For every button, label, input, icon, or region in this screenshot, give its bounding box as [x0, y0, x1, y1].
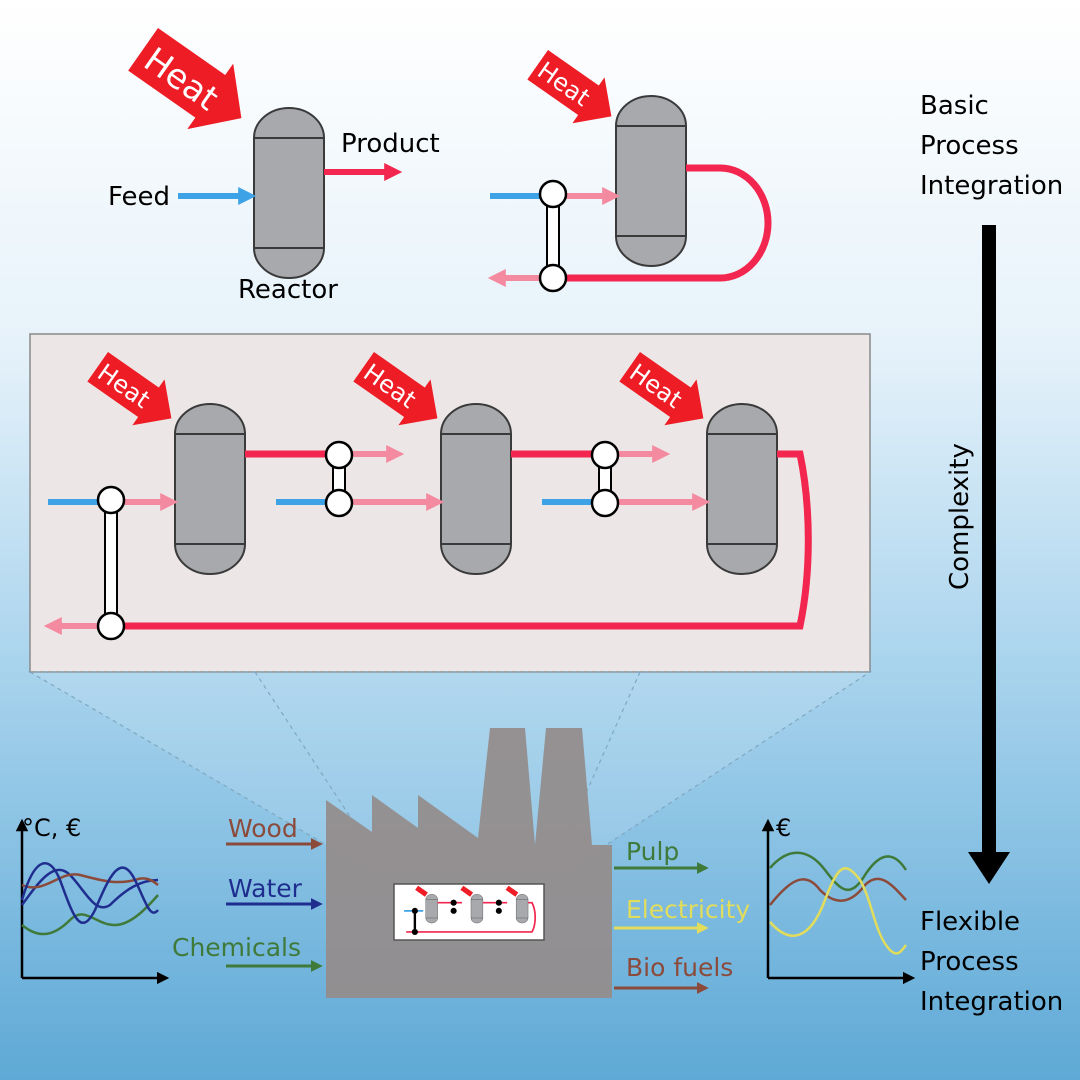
basic-line-2: Process — [920, 131, 1019, 161]
hot-product-stream — [566, 164, 772, 282]
electricity-price-curve — [769, 867, 907, 955]
flexible-line-2: Process — [920, 947, 1019, 977]
heat-exchanger-node — [324, 488, 354, 518]
basic-line-1: Basic — [920, 91, 989, 121]
heat-exchanger-link — [104, 501, 118, 627]
flexible-line-1: Flexible — [920, 907, 1020, 937]
reactor-chain-panel: Heat Heat Heat — [29, 333, 871, 673]
complexity-label: Complexity — [945, 443, 975, 590]
simple-reactor-diagram: Heat Feed Product Reactor — [108, 28, 440, 305]
reactor-3 — [706, 403, 778, 575]
reactor — [615, 95, 687, 267]
right-axis-label: € — [776, 814, 791, 842]
heat-exchanger-node — [538, 179, 568, 209]
reactor-label: Reactor — [238, 275, 338, 305]
reactor — [253, 107, 325, 279]
price-chart: € — [761, 814, 916, 985]
heat-exchanger-node — [96, 485, 126, 515]
heat-exchanger-node — [96, 611, 126, 641]
feed-label: Feed — [108, 182, 170, 212]
output-electricity-label: Electricity — [626, 895, 750, 924]
factory-outputs: Pulp Electricity Bio fuels — [614, 837, 750, 994]
temperature-curve — [20, 868, 159, 909]
factory-inset-diagram — [404, 885, 536, 935]
basic-line-3: Integration — [920, 171, 1063, 201]
heat-exchanger-node — [590, 488, 620, 518]
temperature-oscillation — [20, 862, 159, 925]
input-water-label: Water — [228, 874, 303, 903]
factory-inputs: Wood Water Chemicals — [172, 814, 323, 972]
input-wood-label: Wood — [228, 814, 298, 843]
flexible-line-3: Integration — [920, 987, 1063, 1017]
price-curve — [21, 873, 159, 889]
left-axis-label: °C, € — [22, 814, 81, 842]
input-chemicals-label: Chemicals — [172, 933, 301, 962]
output-biofuels-label: Bio fuels — [626, 953, 733, 982]
complexity-arrow-head — [968, 852, 1010, 884]
reactor-2 — [440, 403, 512, 575]
output-pulp-label: Pulp — [626, 837, 679, 866]
biofuel-price-curve — [769, 877, 907, 906]
hot-product-loop — [124, 450, 812, 630]
pulp-price-curve — [769, 851, 908, 892]
heat-exchanger-node — [590, 440, 620, 470]
reactor-1 — [174, 403, 246, 575]
product-label: Product — [341, 129, 440, 159]
heat-exchanger-node — [538, 263, 568, 293]
complexity-arrow-shaft — [982, 225, 996, 855]
complexity-axis: Basic Process Integration Complexity Fle… — [920, 91, 1063, 1017]
factory — [326, 728, 612, 998]
heat-exchanger-node — [324, 440, 354, 470]
temperature-price-chart: °C, € — [15, 814, 170, 985]
